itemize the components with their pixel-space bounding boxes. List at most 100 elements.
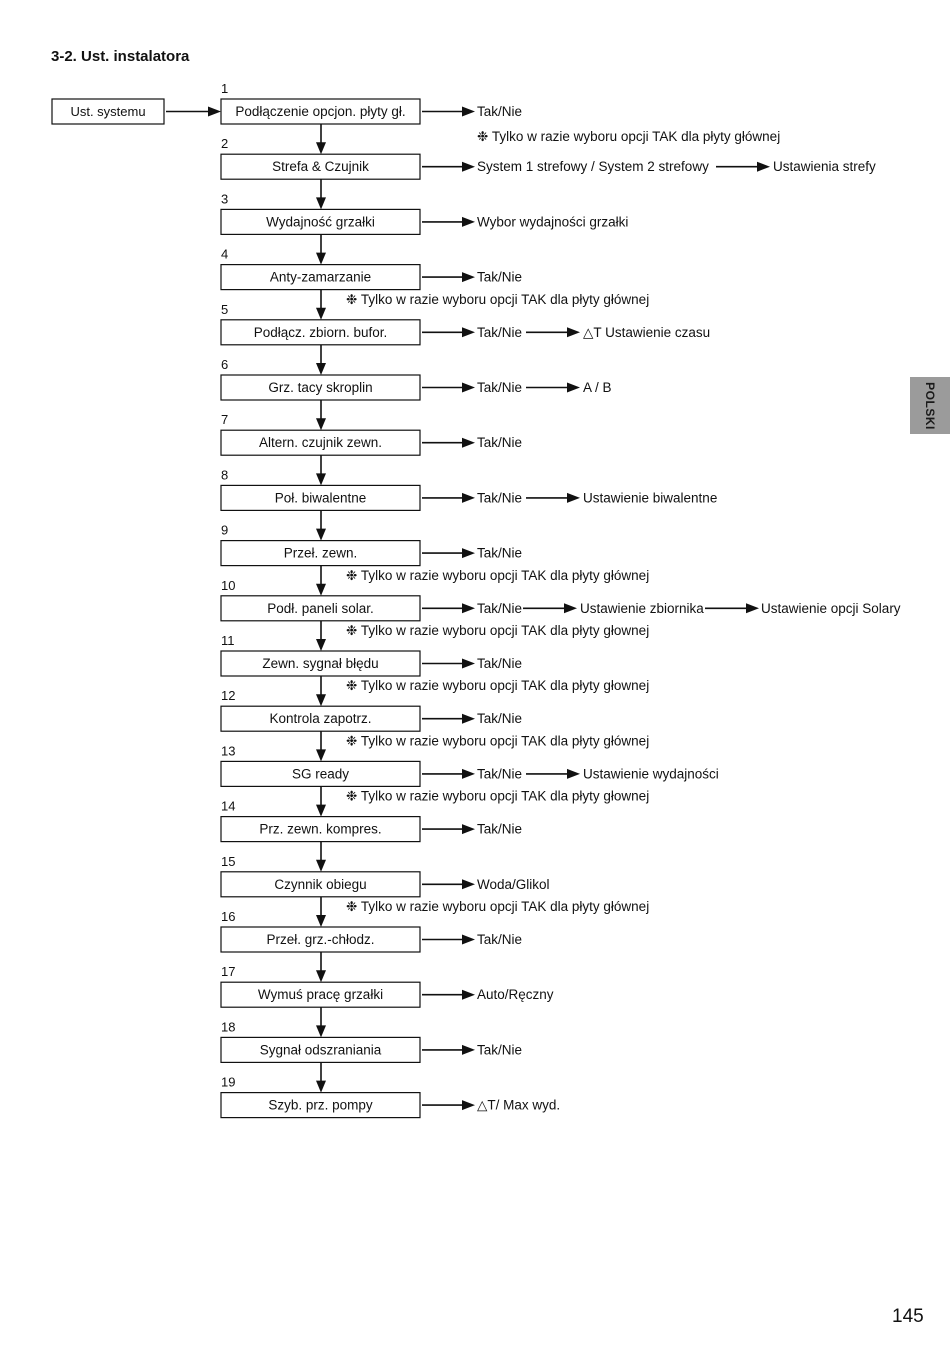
step-number-8: 8	[221, 467, 228, 482]
option-arrow-2-1-head	[462, 161, 475, 172]
option-arrow-6-1-head	[462, 382, 475, 393]
step-option-18-1: Tak/Nie	[477, 1042, 522, 1057]
page-heading: 3-2. Ust. instalatora	[51, 48, 190, 65]
step-box-10	[220, 595, 421, 622]
step-option-5-2: △T Ustawienie czasu	[583, 325, 710, 340]
down-arrow-12-head	[316, 749, 326, 762]
down-arrow-16-head	[316, 970, 326, 983]
step-label-18: Sygnał odszraniania	[260, 1042, 382, 1057]
option-arrow-4-1-head	[462, 272, 475, 283]
step-box-8	[220, 484, 421, 511]
option-arrow-13-2-head	[567, 768, 580, 779]
step-number-10: 10	[221, 578, 235, 593]
step-number-16: 16	[221, 909, 235, 924]
down-arrow-1-head	[316, 142, 326, 155]
step-option-15-1: Woda/Glikol	[477, 877, 550, 892]
option-arrow-18-1-head	[462, 1044, 475, 1055]
step-option-16-1: Tak/Nie	[477, 932, 522, 947]
language-label: POLSKI	[923, 381, 937, 430]
step-option-10-2: Ustawienie zbiornika	[580, 601, 704, 616]
option-arrow-14-1-head	[462, 824, 475, 835]
step-box-15	[220, 871, 421, 898]
down-arrow-18-head	[316, 1080, 326, 1093]
step-label-14: Prz. zewn. kompres.	[259, 822, 381, 837]
step-option-2-1: System 1 strefowy / System 2 strefowy	[477, 159, 709, 174]
step-number-9: 9	[221, 523, 228, 538]
step-box-18	[220, 1036, 421, 1064]
step-option-10-1: Tak/Nie	[477, 601, 522, 616]
option-arrow-9-1-head	[462, 548, 475, 559]
option-arrow-10-2-head	[564, 603, 577, 614]
page-number: 145	[892, 1306, 924, 1327]
step-box-5	[220, 319, 421, 346]
option-arrow-2-2-head	[757, 161, 770, 172]
step-note-2: ❉ Tylko w razie wyboru opcji TAK dla pły…	[477, 129, 780, 144]
down-arrow-11-head	[316, 694, 326, 707]
step-label-19: Szyb. prz. pompy	[268, 1098, 373, 1113]
down-arrow-7-head	[316, 473, 326, 486]
step-label-8: Poł. biwalentne	[275, 490, 367, 505]
step-box-19	[220, 1091, 421, 1119]
down-arrow-3-head	[316, 252, 326, 265]
language-side-tab: POLSKI	[910, 377, 950, 434]
option-arrow-3-1-head	[462, 216, 475, 227]
option-arrow-19-1-head	[462, 1100, 475, 1111]
down-arrow-17-head	[316, 1025, 326, 1038]
step-note-14: ❉ Tylko w razie wyboru opcji TAK dla pły…	[346, 789, 649, 804]
step-number-19: 19	[221, 1075, 235, 1090]
option-arrow-5-1-head	[462, 327, 475, 338]
option-arrow-17-1-head	[462, 989, 475, 1000]
option-arrow-1-1-head	[462, 106, 475, 117]
step-label-7: Altern. czujnik zewn.	[259, 435, 382, 450]
step-option-14-1: Tak/Nie	[477, 822, 522, 837]
step-option-6-1: Tak/Nie	[477, 380, 522, 395]
step-option-7-1: Tak/Nie	[477, 435, 522, 450]
start-box	[51, 98, 165, 125]
step-label-10: Podł. paneli solar.	[267, 601, 374, 616]
step-option-19-1: △T/ Max wyd.	[477, 1098, 560, 1113]
step-number-12: 12	[221, 688, 235, 703]
option-arrow-11-1-head	[462, 658, 475, 669]
step-option-3-1: Wybor wydajności grzałki	[477, 214, 628, 229]
down-arrow-5-head	[316, 363, 326, 375]
step-option-9-1: Tak/Nie	[477, 546, 522, 561]
option-arrow-15-1-head	[462, 879, 475, 890]
step-number-5: 5	[221, 302, 228, 317]
step-box-11	[220, 650, 421, 677]
step-number-11: 11	[221, 633, 235, 648]
down-arrow-14-head	[316, 859, 326, 872]
step-box-9	[220, 539, 421, 567]
step-option-13-1: Tak/Nie	[477, 766, 522, 781]
step-number-15: 15	[221, 854, 235, 869]
down-arrow-4-head	[316, 307, 326, 320]
start-connector-head	[208, 106, 221, 117]
down-arrow-2-head	[316, 197, 326, 210]
step-number-4: 4	[221, 247, 228, 262]
option-arrow-8-2-head	[567, 492, 580, 503]
option-arrow-10-1-head	[462, 603, 475, 614]
step-option-2-2: Ustawienia strefy	[773, 159, 876, 174]
step-option-13-2: Ustawienie wydajności	[583, 766, 719, 781]
step-option-11-1: Tak/Nie	[477, 656, 522, 671]
step-label-1: Podłączenie opcjon. płyty gł.	[235, 104, 405, 119]
step-option-17-1: Auto/Ręczny	[477, 987, 554, 1002]
down-arrow-13-head	[316, 804, 326, 817]
step-label-13: SG ready	[292, 766, 349, 781]
step-option-6-2: A / B	[583, 380, 612, 395]
down-arrow-10-head	[316, 639, 326, 651]
step-option-4-1: Tak/Nie	[477, 270, 522, 285]
step-number-2: 2	[221, 136, 228, 151]
step-option-5-1: Tak/Nie	[477, 325, 522, 340]
step-option-8-2: Ustawienie biwalentne	[583, 490, 717, 505]
step-option-8-1: Tak/Nie	[477, 490, 522, 505]
step-label-4: Anty-zamarzanie	[270, 270, 371, 285]
step-label-17: Wymuś pracę grzałki	[258, 987, 383, 1002]
step-label-6: Grz. tacy skroplin	[268, 380, 372, 395]
option-arrow-8-1-head	[462, 492, 475, 503]
step-label-3: Wydajność grzałki	[266, 214, 375, 229]
down-arrow-15-head	[316, 915, 326, 927]
step-number-6: 6	[221, 357, 228, 372]
step-box-12	[220, 705, 421, 732]
option-arrow-7-1-head	[462, 437, 475, 448]
